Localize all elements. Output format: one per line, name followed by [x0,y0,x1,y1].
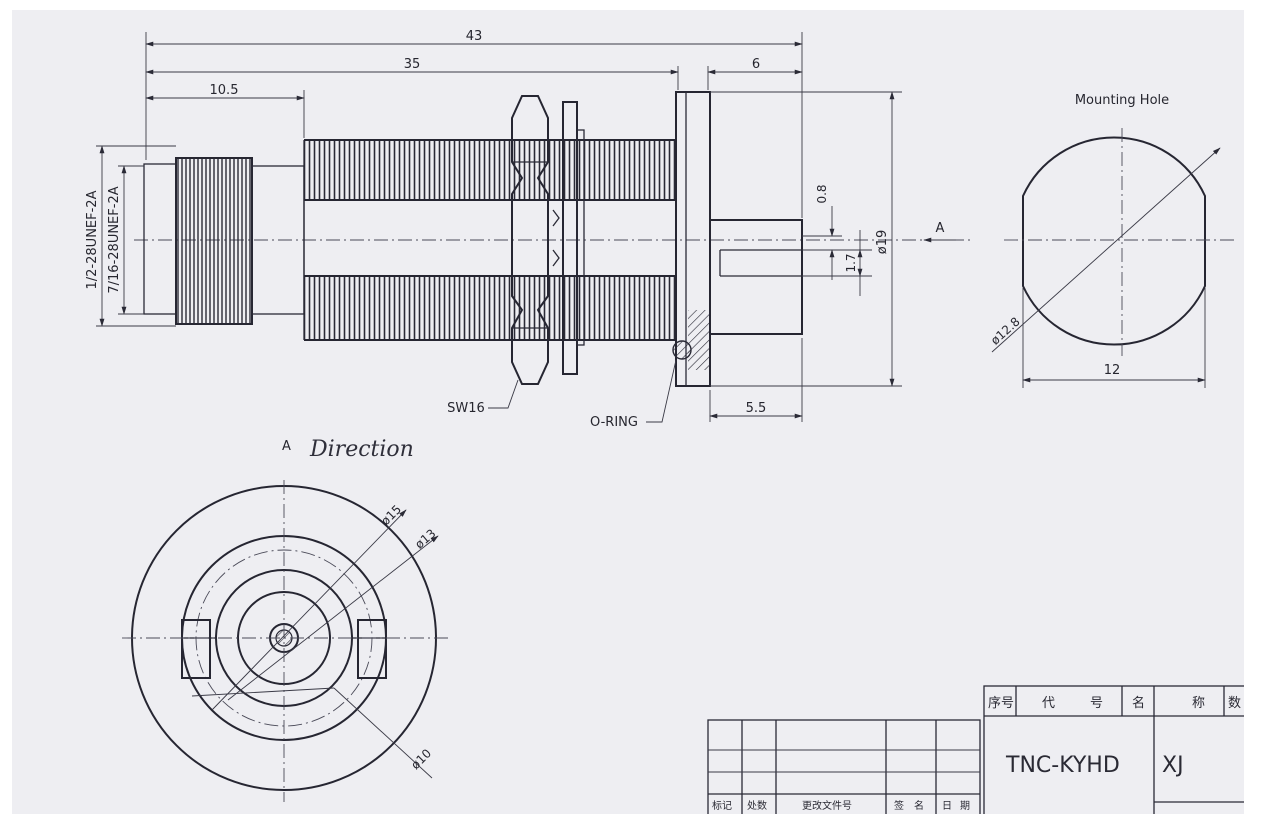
dim-rear: 5.5 [746,401,767,416]
header-qty: 数 [1228,696,1241,711]
a-direction-view: A Direction ø15 ø13 ø10 [122,437,450,802]
side-view: 43 35 10.5 6 1/2-28UNEF-2A 7/16-28UNEF-2… [85,29,972,430]
view-a-title: Direction [309,437,414,462]
mounting-hole-view: Mounting Hole ø12.8 12 [988,93,1236,388]
dim-end-d13: ø13 [412,526,438,551]
label-sw16: SW16 [447,401,485,416]
dim-thread-outer: 1/2-28UNEF-2A [85,190,100,289]
view-arrow-a: A [936,221,945,236]
label-oring: O-RING [590,415,638,430]
dim-slot-width: 0.8 [815,184,829,203]
dim-hole-dia: ø12.8 [988,314,1023,347]
hex-nut [511,95,549,385]
body-thread-top [304,140,676,200]
body-thread-bottom [304,276,676,340]
technical-drawing: 43 35 10.5 6 1/2-28UNEF-2A 7/16-28UNEF-2… [85,29,1244,814]
dim-end-d10: ø10 [408,746,434,772]
oring-circle [672,340,692,360]
title-block: 标记 处数 更改文件号 签 名 日 期 序号 代 号 名 称 数 TNC-KYH… [707,685,1244,814]
drawing-sheet: 43 35 10.5 6 1/2-28UNEF-2A 7/16-28UNEF-2… [12,10,1244,814]
footer-sign-1: 签 [894,799,904,812]
front-thread [176,158,252,324]
dim-slot-depth: 1.7 [844,253,858,272]
lug-right [357,619,387,679]
dim-hole-flat: 12 [1104,363,1121,378]
dim-front: 10.5 [210,83,239,98]
footer-sign-2: 名 [914,799,924,812]
mounting-hole-title: Mounting Hole [1075,93,1169,108]
footer-date-2: 期 [960,800,970,812]
header-name-2: 称 [1192,696,1205,711]
part-code: TNC-KYHD [1005,753,1120,778]
lug-left [181,619,211,679]
hole-outline [1022,136,1206,346]
part-name: XJ [1162,753,1184,778]
footer-count: 处数 [747,799,767,812]
footer-date-1: 日 [942,801,952,812]
header-code-2: 号 [1090,696,1103,711]
view-a-letter: A [282,439,291,454]
footer-change-doc: 更改文件号 [802,799,852,812]
oring-section [688,310,710,370]
header-code-1: 代 [1042,696,1055,711]
dim-end-d15: ø15 [378,502,404,528]
dim-thread-inner: 7/16-28UNEF-2A [107,186,122,293]
footer-mark: 标记 [712,800,732,812]
front-nose [143,163,177,315]
header-seq: 序号 [988,696,1014,711]
dim-flange-dia: ø19 [875,230,890,255]
header-name-1: 名 [1132,695,1145,711]
dim-overall: 43 [466,29,483,44]
rear-block [709,219,803,335]
dim-body: 35 [404,57,421,72]
dim-flange: 6 [752,57,760,72]
